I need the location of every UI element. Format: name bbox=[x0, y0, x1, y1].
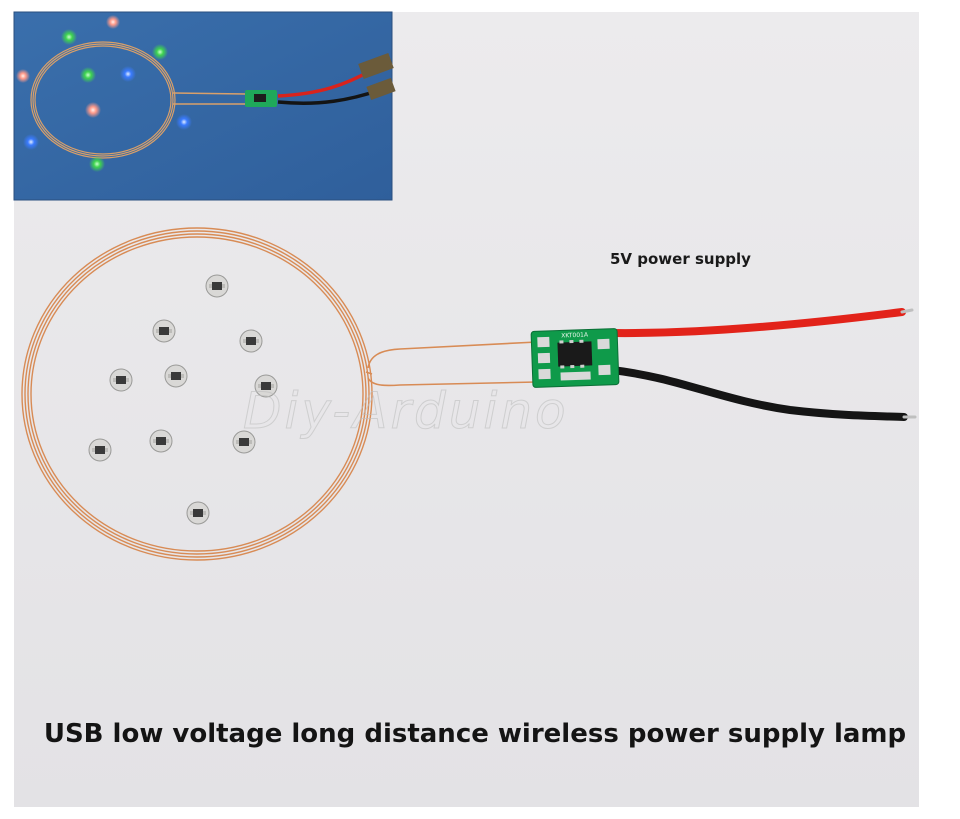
power-wires bbox=[608, 308, 917, 421]
led-chips bbox=[88, 274, 278, 525]
caption: USB low voltage long distance wireless p… bbox=[44, 719, 906, 749]
black-wire bbox=[608, 366, 908, 421]
inset-leds bbox=[16, 15, 192, 172]
inset-coil bbox=[30, 41, 176, 159]
supply-label: 5V power supply bbox=[610, 250, 751, 268]
watermark: Diy-Arduino bbox=[243, 382, 569, 440]
driver-module: XKT001A bbox=[530, 328, 620, 388]
red-wire bbox=[608, 308, 906, 338]
inset-photo bbox=[13, 11, 396, 201]
copper-coil bbox=[21, 227, 373, 561]
module-marking: XKT001A bbox=[561, 332, 589, 340]
coil-leads bbox=[365, 341, 538, 387]
